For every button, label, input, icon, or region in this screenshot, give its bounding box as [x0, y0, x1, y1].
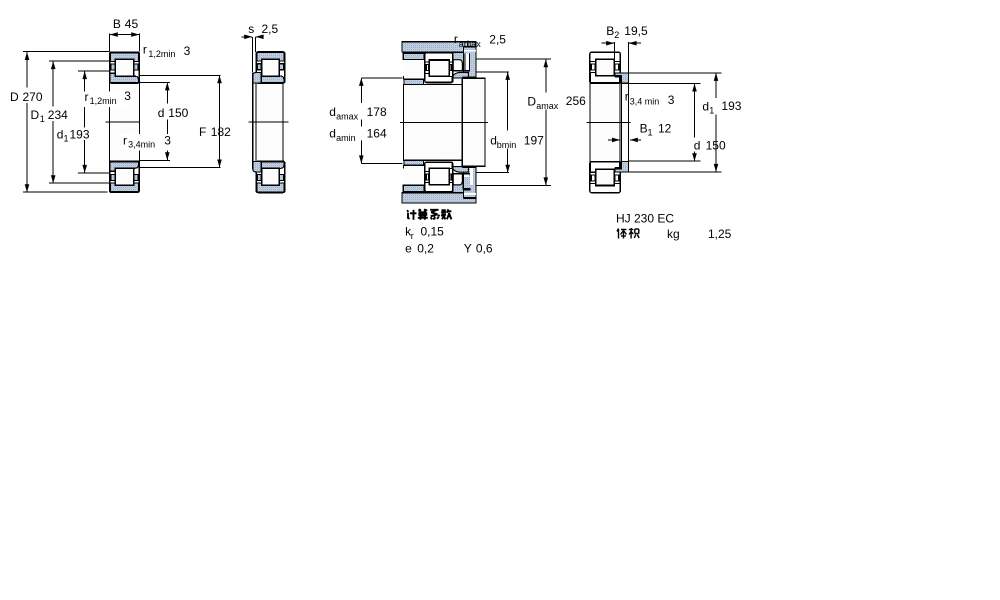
svg-text:e: e [405, 241, 412, 255]
svg-text:0,2: 0,2 [417, 241, 434, 255]
svg-text:D: D [527, 95, 536, 109]
svg-text:2: 2 [614, 30, 619, 40]
svg-text:0,6: 0,6 [476, 241, 493, 255]
svg-text:kg: kg [667, 227, 680, 241]
svg-text:r: r [411, 231, 414, 241]
svg-text:193: 193 [721, 99, 741, 113]
svg-text:amax: amax [459, 39, 482, 49]
svg-text:B: B [113, 17, 121, 31]
svg-text:B: B [606, 24, 614, 38]
svg-text:r: r [625, 89, 629, 103]
svg-text:d: d [329, 127, 336, 141]
svg-text:193: 193 [70, 127, 90, 141]
svg-text:D: D [31, 108, 40, 122]
svg-text:d: d [694, 138, 701, 152]
svg-text:d: d [329, 105, 336, 119]
svg-text:amin: amin [336, 133, 356, 143]
svg-text:0,15: 0,15 [421, 225, 445, 239]
svg-text:r: r [85, 90, 89, 104]
svg-text:d: d [702, 100, 709, 114]
svg-text:amax: amax [336, 112, 359, 122]
svg-text:HJ 230 EC: HJ 230 EC [616, 211, 674, 225]
svg-text:3: 3 [668, 93, 675, 107]
svg-text:2,5: 2,5 [262, 22, 279, 36]
svg-text:270: 270 [23, 90, 43, 104]
svg-text:150: 150 [168, 106, 188, 120]
svg-text:2,5: 2,5 [489, 33, 506, 47]
svg-text:Y: Y [464, 241, 472, 255]
svg-text:182: 182 [211, 125, 231, 139]
svg-text:3: 3 [164, 133, 171, 147]
svg-text:s: s [248, 22, 254, 36]
svg-text:d: d [57, 127, 64, 141]
svg-text:d: d [490, 134, 497, 148]
svg-text:bmin: bmin [497, 140, 517, 150]
svg-text:d: d [158, 106, 165, 120]
svg-text:234: 234 [48, 108, 68, 122]
svg-text:r: r [143, 43, 147, 57]
svg-text:1: 1 [648, 128, 653, 138]
svg-text:r: r [454, 32, 458, 46]
svg-text:3: 3 [124, 89, 131, 103]
svg-text:197: 197 [524, 133, 544, 147]
svg-text:3,4 min: 3,4 min [630, 96, 660, 106]
svg-text:12: 12 [658, 122, 672, 136]
svg-text:1,2min: 1,2min [90, 96, 117, 106]
svg-text:19,5: 19,5 [624, 24, 648, 38]
svg-text:B: B [640, 122, 648, 136]
svg-text:164: 164 [367, 127, 387, 141]
svg-text:3: 3 [184, 44, 191, 58]
svg-text:r: r [123, 133, 127, 147]
svg-text:256: 256 [566, 94, 586, 108]
svg-text:1: 1 [64, 133, 69, 143]
svg-text:1: 1 [40, 114, 45, 124]
svg-text:amax: amax [536, 101, 559, 111]
svg-text:D: D [10, 90, 19, 104]
svg-text:1,2min: 1,2min [148, 49, 175, 59]
svg-text:1: 1 [709, 106, 714, 116]
svg-text:k: k [405, 225, 412, 239]
svg-text:F: F [199, 125, 206, 139]
svg-text:178: 178 [367, 105, 387, 119]
svg-text:1,25: 1,25 [708, 227, 732, 241]
svg-text:45: 45 [125, 17, 139, 31]
svg-text:3,4min: 3,4min [128, 139, 155, 149]
